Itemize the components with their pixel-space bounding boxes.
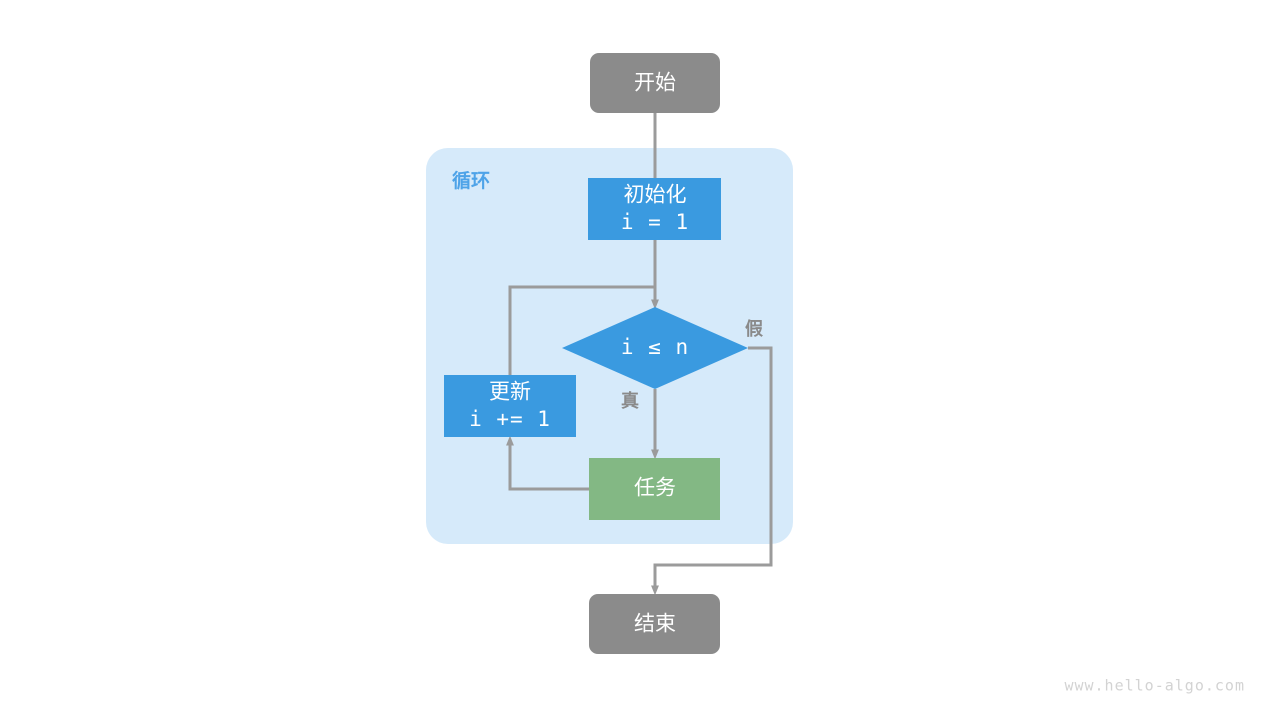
node-end[interactable]: 结束 — [589, 594, 720, 654]
node-update-label: 更新 — [489, 381, 531, 404]
node-end-shape[interactable] — [589, 594, 720, 654]
node-start[interactable]: 开始 — [590, 53, 720, 113]
node-condition-label: i ≤ n — [621, 335, 689, 359]
edge-label-true: 真 — [621, 390, 639, 411]
node-update-shape[interactable] — [444, 375, 576, 437]
node-end-label: 结束 — [634, 613, 676, 636]
node-start-shape[interactable] — [590, 53, 720, 113]
node-task-shape[interactable] — [589, 458, 720, 520]
node-task-label: 任务 — [634, 477, 676, 500]
node-init-label: 初始化 — [624, 184, 687, 207]
edge-update-to-condition — [508, 285, 655, 375]
loop-group-label: 循环 — [452, 169, 490, 192]
node-condition-shape[interactable] — [562, 307, 748, 389]
node-init[interactable]: 初始化 i = 1 — [588, 178, 721, 240]
edge-label-false: 假 — [745, 318, 764, 339]
edge-labels: 真 假 — [621, 318, 764, 411]
node-init-shape[interactable] — [588, 178, 721, 240]
edge-task-to-update — [506, 435, 589, 491]
node-update[interactable]: 更新 i += 1 — [444, 375, 576, 437]
node-init-code: i = 1 — [621, 210, 689, 234]
node-task[interactable]: 任务 — [589, 458, 720, 520]
node-start-label: 开始 — [634, 72, 676, 95]
watermark-text: www.hello-algo.com — [1064, 677, 1245, 695]
edge-condition-false-to-end — [651, 346, 773, 596]
connectors — [506, 113, 773, 596]
node-update-code: i += 1 — [469, 407, 551, 431]
node-condition[interactable]: i ≤ n — [562, 307, 748, 389]
